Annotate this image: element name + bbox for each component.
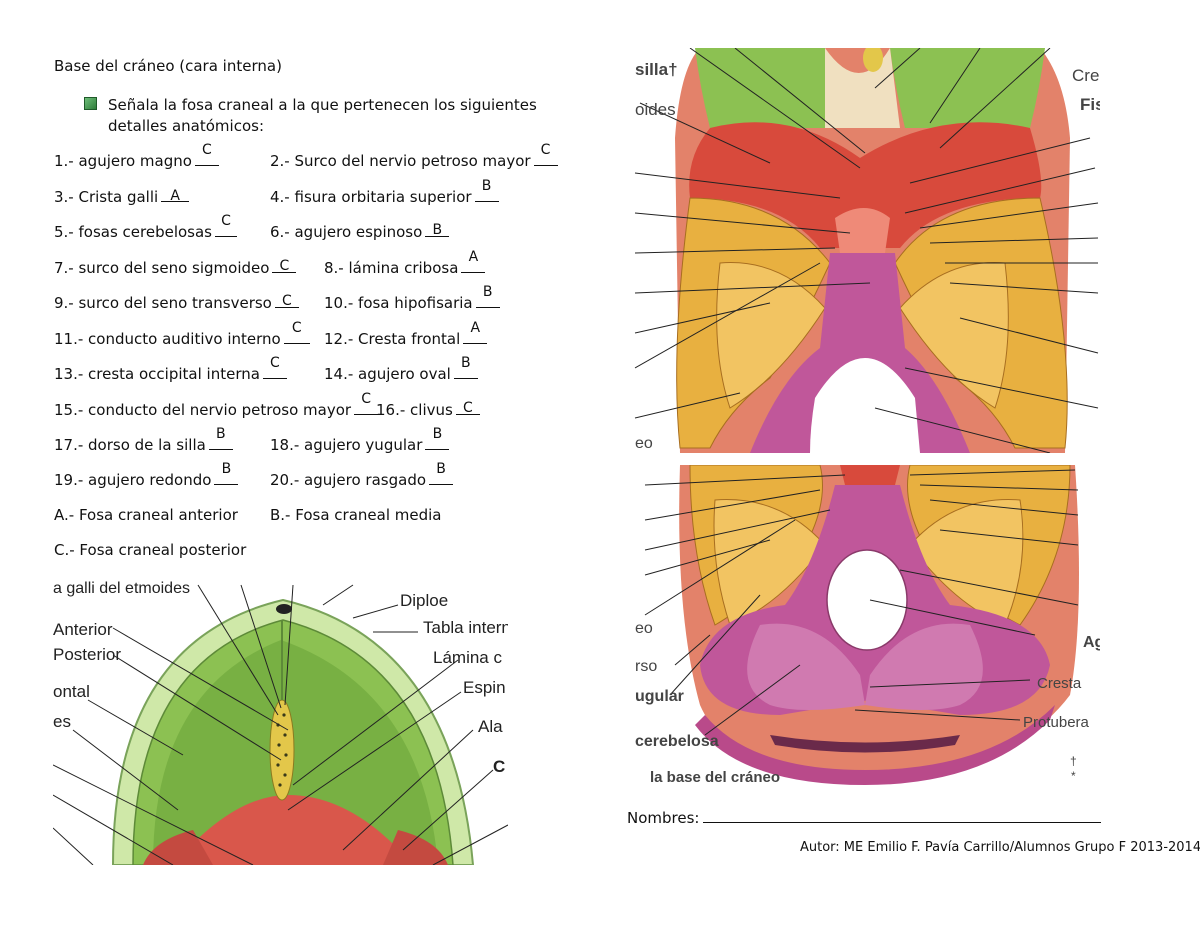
label-ontal: ontal xyxy=(53,682,90,701)
label-lamina: Lámina c xyxy=(433,648,502,667)
legend-a: A.- Fosa craneal anterior xyxy=(54,506,238,524)
nombres-field: Nombres: xyxy=(627,808,1102,827)
answer-blank[interactable]: B xyxy=(474,178,499,202)
label-ag: Ag xyxy=(1083,634,1100,651)
label-fis: Fis xyxy=(1080,95,1100,114)
label-silla: silla† xyxy=(635,60,678,79)
answer-blank[interactable]: C xyxy=(262,355,287,379)
label-rso: rso xyxy=(635,658,657,675)
answer-blank[interactable]: C xyxy=(274,293,299,309)
answer-blank[interactable]: C xyxy=(455,400,480,416)
label-tabla: Tabla intern xyxy=(423,618,508,637)
answer-blank[interactable]: A xyxy=(463,320,488,344)
label-oides: oides xyxy=(635,100,676,119)
label-posterior: Posterior xyxy=(53,645,121,664)
answer-blank[interactable]: C xyxy=(354,391,379,415)
label-cresta: Cresta xyxy=(1037,675,1082,692)
answer-blank[interactable]: B xyxy=(208,426,233,450)
answer-blank[interactable]: C xyxy=(215,213,237,237)
instruction-text: Señala la fosa craneal a la que pertenec… xyxy=(108,96,537,135)
middle-fossa-illustration: silla† oides eo Cre Fis xyxy=(620,48,1100,453)
anterior-fossa-illustration: a galli del etmoides Anterior Posterior … xyxy=(53,580,508,865)
label-galli: a galli del etmoides xyxy=(53,580,190,597)
answer-blank[interactable]: A xyxy=(161,187,190,204)
answer-blank[interactable]: B xyxy=(453,355,478,379)
answer-blank[interactable]: B xyxy=(475,284,500,308)
label-anterior: Anterior xyxy=(53,620,113,639)
legend-c: C.- Fosa craneal posterior xyxy=(54,541,247,559)
label-eo-2: eo xyxy=(635,620,653,637)
label-dagger: † xyxy=(1070,754,1077,768)
answer-blank[interactable]: B xyxy=(425,222,450,238)
legend-b: B.- Fosa craneal media xyxy=(270,506,442,524)
label-cre: Cre xyxy=(1072,66,1099,85)
label-base-craneo: la base del cráneo xyxy=(650,769,780,786)
author-credit: Autor: ME Emilio F. Pavía Carrillo/Alumn… xyxy=(800,840,1200,855)
posterior-fossa-illustration: eo rso ugular cerebelosa la base del crá… xyxy=(620,465,1100,790)
answer-blank[interactable]: B xyxy=(214,461,239,485)
label-espin: Espin xyxy=(463,678,506,697)
answer-blank[interactable]: C xyxy=(272,258,297,274)
answer-blank[interactable]: B xyxy=(429,461,454,485)
answer-blank[interactable]: B xyxy=(425,426,450,450)
label-cerebelosa: cerebelosa xyxy=(635,733,719,750)
label-c: C xyxy=(493,757,505,776)
answer-blank[interactable]: C xyxy=(533,142,558,166)
label-eo: eo xyxy=(635,435,653,452)
worksheet-title: Base del cráneo (cara interna) xyxy=(54,57,282,75)
label-diploe: Diploe xyxy=(400,591,448,610)
bullet-icon xyxy=(84,97,97,110)
label-protubera: Protubera xyxy=(1023,714,1090,731)
nombres-input[interactable] xyxy=(703,808,1102,823)
label-asterisk: * xyxy=(1071,769,1076,783)
label-es: es xyxy=(53,712,71,731)
answer-blank[interactable]: C xyxy=(283,320,310,344)
answer-blank[interactable]: A xyxy=(461,249,486,273)
label-ala: Ala xyxy=(478,717,503,736)
label-yugular: ugular xyxy=(635,688,684,705)
answer-blank[interactable]: C xyxy=(194,142,219,166)
